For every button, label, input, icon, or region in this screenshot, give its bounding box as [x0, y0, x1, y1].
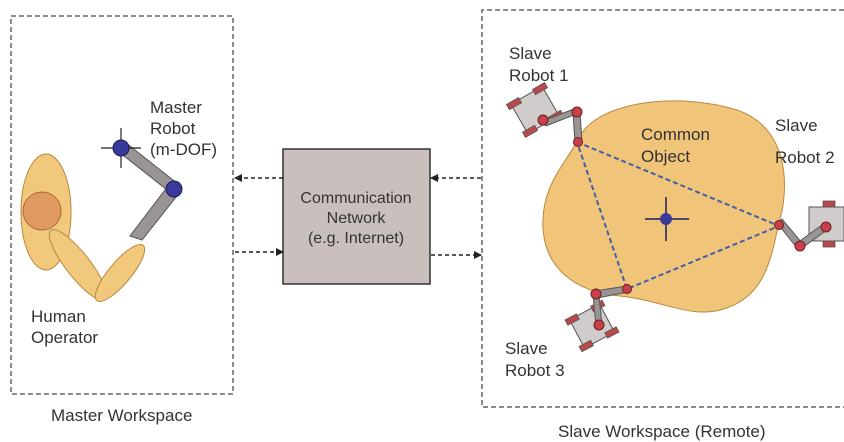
network-label-line1: Communication — [300, 190, 411, 207]
object-center-point — [660, 213, 672, 225]
object-label-line2: Object — [641, 147, 690, 166]
slave-robot-3-elbow-joint — [590, 288, 602, 300]
grasp-constraint-triangle — [575, 140, 782, 291]
network-label-line2: Network — [327, 210, 387, 227]
slave-robot-1-contact — [573, 137, 583, 147]
operator-head — [22, 191, 62, 231]
slave-robot-2-label-line1: Slave — [775, 116, 818, 135]
operator-label-line1: Human — [31, 307, 86, 326]
slave-workspace-frame — [481, 9, 844, 408]
slave-robot-3-label-line1: Slave — [505, 339, 548, 358]
slave-robot-1 — [505, 81, 583, 147]
master-robot-label-line3: (m-DOF) — [150, 140, 217, 159]
slave-robot-2-elbow-joint — [794, 240, 806, 252]
operator-forearm — [94, 244, 146, 302]
slave-robot-2-contact — [774, 220, 784, 230]
slave-robot-2-label-line2: Robot 2 — [775, 148, 835, 167]
master-robot-label-line1: Master — [150, 98, 202, 117]
slave-robot-2-base-joint — [820, 221, 832, 233]
master-end-effector-joint — [112, 139, 130, 157]
master-robot-arm — [101, 128, 183, 241]
slave-robot-1-label-line1: Slave — [509, 44, 552, 63]
slave-robot-3-contact — [622, 284, 632, 294]
master-workspace-label: Master Workspace — [51, 406, 192, 425]
slave-robot-3-base-joint — [593, 319, 605, 331]
slave-workspace-label: Slave Workspace (Remote) — [558, 422, 766, 441]
slave-robot-3 — [564, 284, 632, 353]
slave-robot-1-base-joint — [537, 114, 549, 126]
object-label-line1: Common — [641, 125, 710, 144]
master-elbow-joint — [165, 180, 183, 198]
slave-robot-1-elbow-joint — [571, 106, 583, 118]
master-workspace-frame — [10, 15, 234, 395]
slave-robot-2 — [774, 200, 844, 252]
network-label-line3: (e.g. Internet) — [308, 230, 404, 247]
master-robot-label-line2: Robot — [150, 119, 196, 138]
communication-network-box — [282, 148, 431, 285]
slave-robot-3-label-line2: Robot 3 — [505, 361, 565, 380]
operator-label-line2: Operator — [31, 328, 98, 347]
slave-robot-1-label-line2: Robot 1 — [509, 66, 569, 85]
slave-robot-3-base — [568, 303, 616, 349]
human-operator-figure — [20, 153, 146, 302]
